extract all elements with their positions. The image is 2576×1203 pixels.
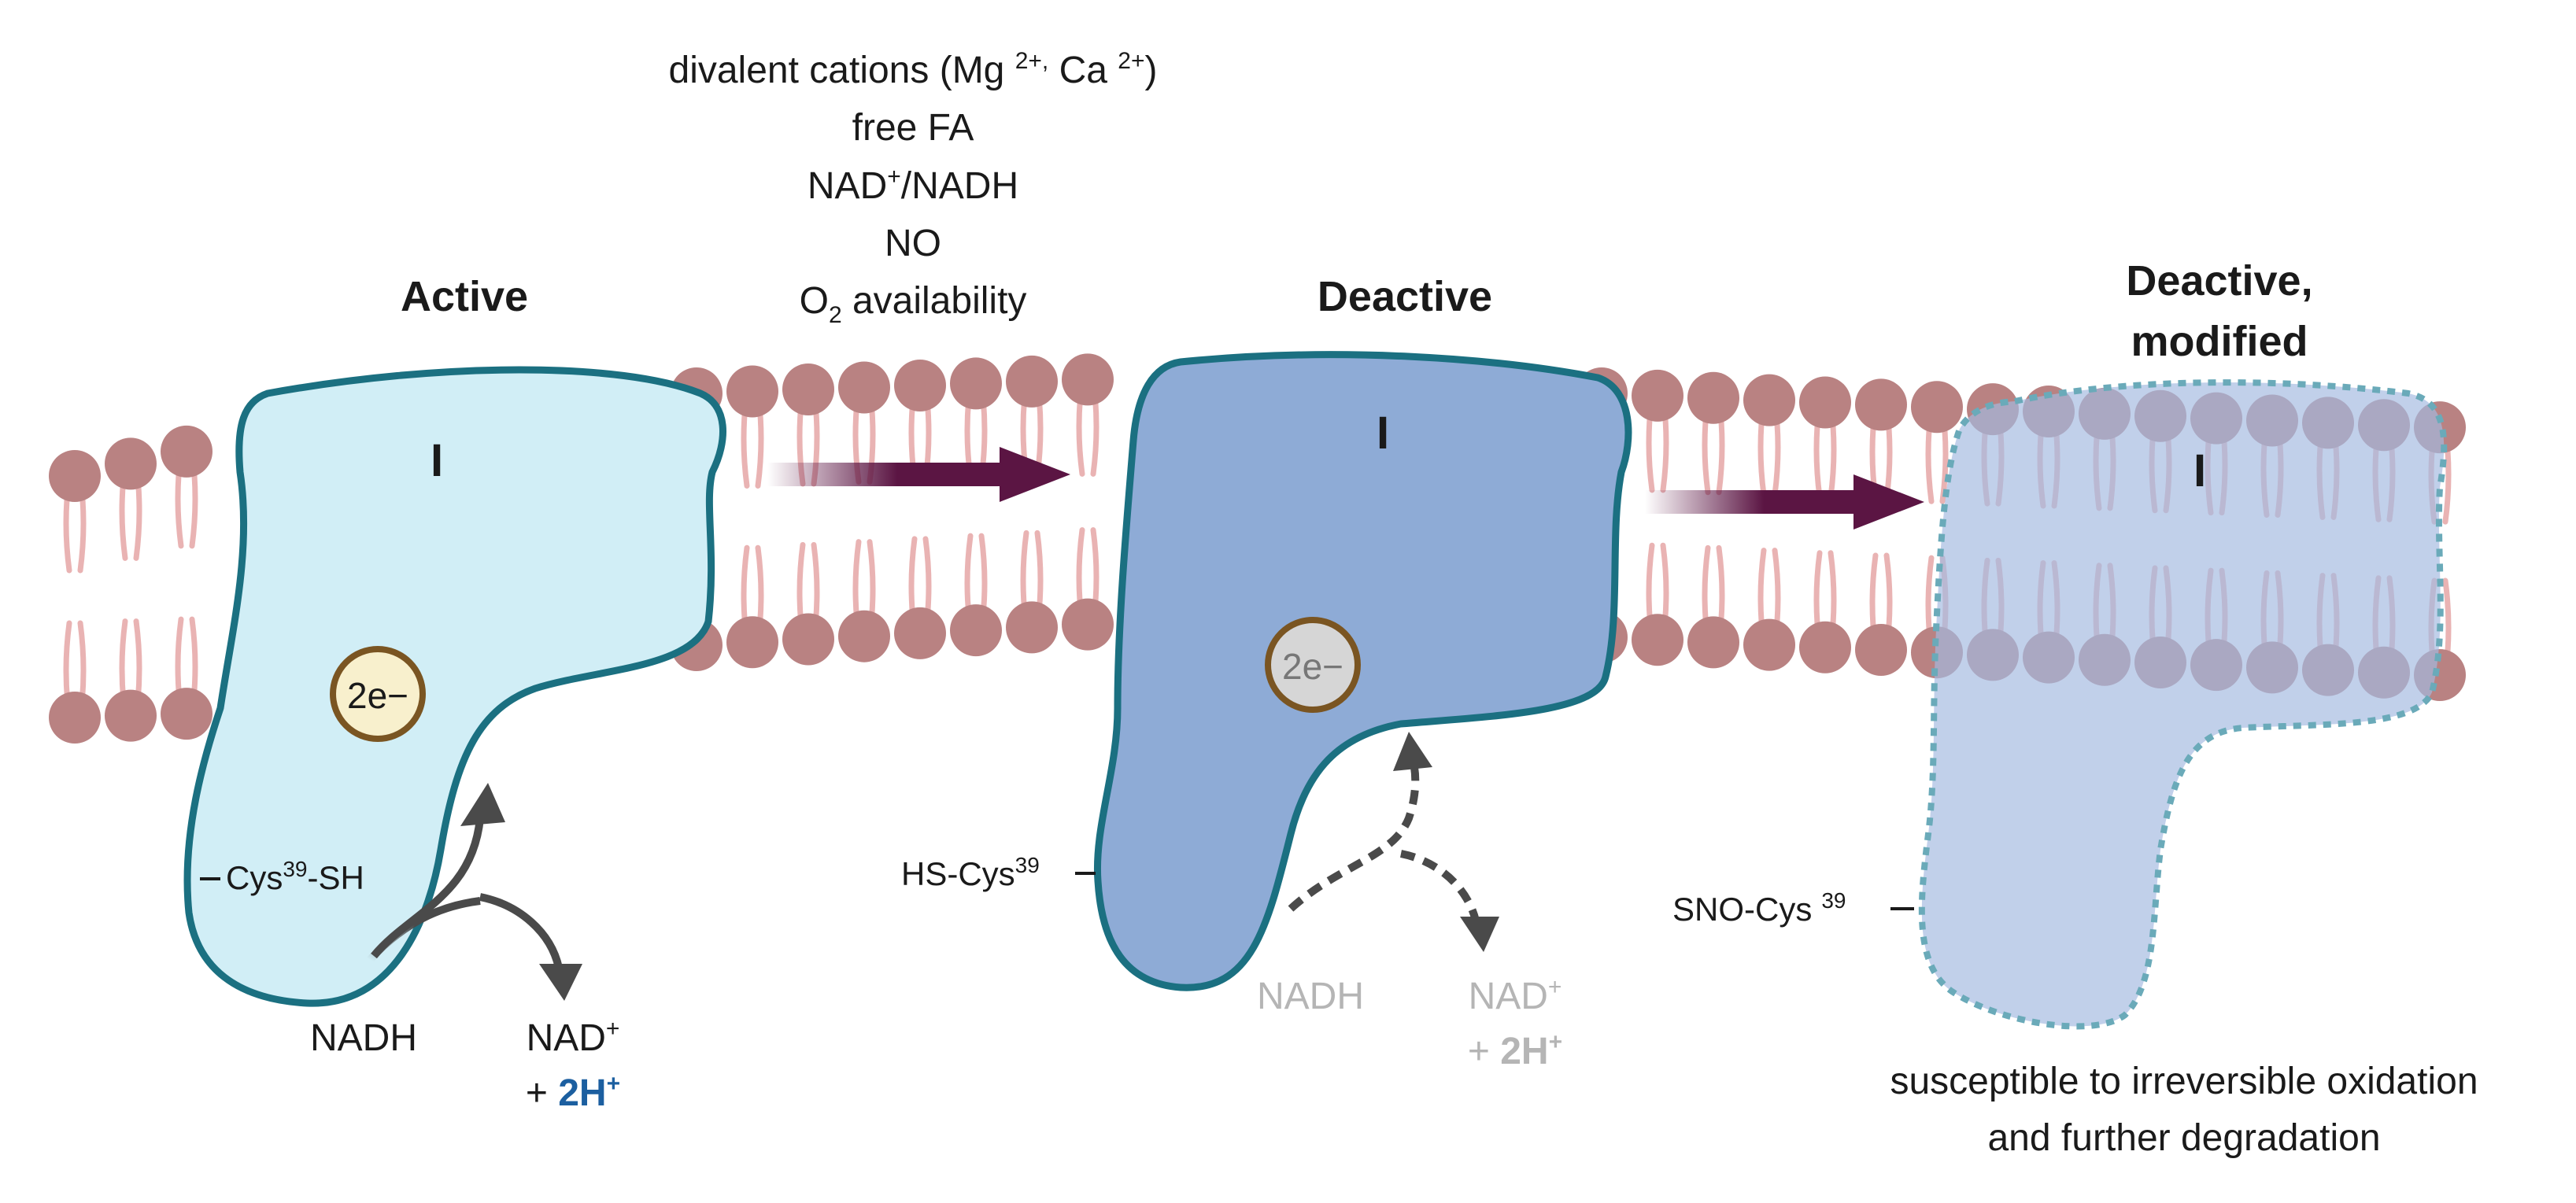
- lipid-molecule: [838, 539, 890, 662]
- complex-i-modified-shape: [1918, 379, 2448, 1030]
- complex-i-modified-label: I: [2193, 445, 2206, 496]
- lipid-molecule: [726, 365, 778, 489]
- nadh-label-deactive: NADH: [1257, 976, 1364, 1017]
- modified-note-line1: susceptible to irreversible oxidation: [1890, 1061, 2478, 1102]
- electron-pair-icon-active: 2e−: [330, 646, 426, 742]
- state-title-modified-line1: Deactive,: [2126, 257, 2312, 304]
- cys-label-deactive: HS-Cys39: [901, 853, 1040, 892]
- lipid-molecule: [1743, 548, 1795, 671]
- lipid-molecule: [1632, 542, 1683, 666]
- lipid-molecule: [950, 533, 1002, 657]
- lipid-molecule: [1632, 369, 1683, 493]
- lipid-molecule: [161, 616, 213, 740]
- lipid-molecule: [1687, 544, 1739, 669]
- electron-pair-label-deactive: 2e−: [1282, 646, 1343, 687]
- complex-i-active-label: I: [431, 435, 443, 486]
- state-title-active: Active: [401, 273, 528, 320]
- arrow-head-down-deactive: [1460, 917, 1499, 952]
- condition-no: NO: [885, 223, 941, 264]
- condition-nad-nadh: NAD+/NADH: [808, 164, 1018, 207]
- electron-pair-icon-deactive: 2e−: [1265, 617, 1361, 713]
- lipid-molecule: [49, 620, 101, 744]
- proton-product-label-deactive: + 2H+: [1468, 1029, 1562, 1072]
- nadh-label-active: NADH: [310, 1017, 417, 1059]
- state-title-modified-line2: modified: [2131, 318, 2308, 365]
- lipid-molecule: [1799, 376, 1851, 500]
- lipid-molecule: [1743, 374, 1795, 498]
- lipid-molecule: [1855, 552, 1907, 676]
- conditions-list: divalent cations (Mg 2+, Ca 2+) free FA …: [669, 48, 1158, 328]
- lipid-molecule: [1006, 530, 1058, 654]
- complex-i-active: I 2e− Cys39-SH NADH NAD+ + 2H+: [183, 366, 726, 1114]
- complex-i-deactive-shape: [1093, 351, 1632, 991]
- lipid-molecule: [1062, 527, 1114, 651]
- cys-label-active: Cys39-SH: [226, 857, 364, 896]
- proton-product-label-active: + 2H+: [526, 1071, 620, 1114]
- arrow-head-up-deactive: [1393, 732, 1432, 771]
- arrow-head-up-active: [460, 783, 505, 826]
- condition-free-fa: free FA: [852, 107, 974, 149]
- lipid-molecule: [105, 437, 157, 561]
- modified-note-line2: and further degradation: [1987, 1117, 2380, 1159]
- arrow-head-down-active: [539, 964, 582, 1001]
- nad-product-label-deactive: NAD+: [1469, 974, 1562, 1017]
- transition-arrow-deactive-to-modified: [1645, 474, 1924, 530]
- lipid-molecule: [1062, 353, 1114, 477]
- lipid-molecule: [49, 450, 101, 574]
- lipid-molecule: [894, 359, 946, 483]
- complex-i-deactive-label: I: [1377, 408, 1389, 459]
- lipid-molecule: [161, 425, 213, 549]
- lipid-molecule: [726, 544, 778, 669]
- complex-i-active-shape: [183, 366, 726, 1007]
- lipid-molecule: [782, 541, 834, 666]
- condition-divalent-cations: divalent cations (Mg 2+, Ca 2+): [669, 48, 1158, 91]
- nad-product-label-active: NAD+: [527, 1016, 620, 1059]
- transition-arrow-active-to-deactive: [767, 447, 1070, 502]
- state-title-deactive: Deactive: [1318, 273, 1492, 320]
- condition-o2-availability: O2 availability: [800, 280, 1027, 328]
- electron-pair-label-active: 2e−: [347, 675, 408, 716]
- complex-i-deactive: I 2e− HS-Cys39 NADH NAD+ + 2H+: [901, 351, 1632, 1072]
- lipid-molecule: [1687, 371, 1739, 496]
- lipid-molecule: [1799, 550, 1851, 673]
- lipid-molecule: [894, 536, 946, 659]
- lipid-molecule: [105, 618, 157, 742]
- lipid-molecule: [950, 357, 1002, 481]
